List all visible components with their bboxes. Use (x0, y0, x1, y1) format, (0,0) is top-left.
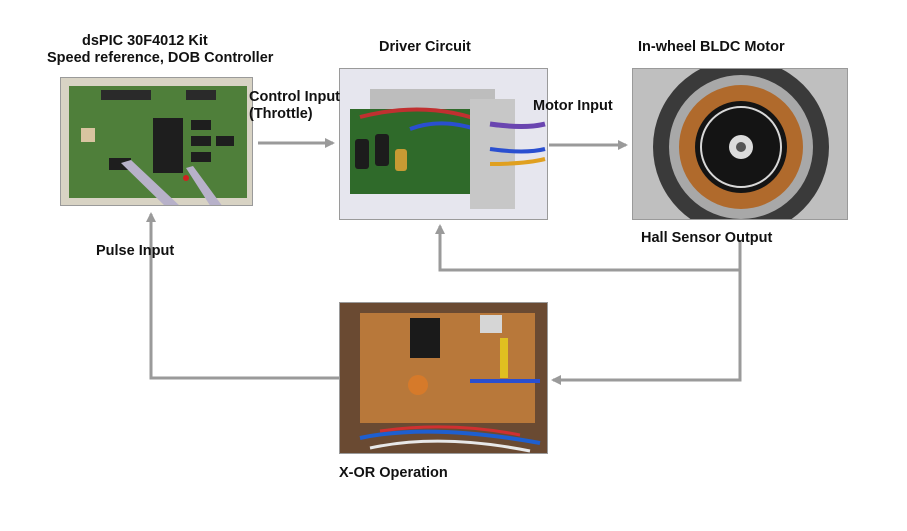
motor-title: In-wheel BLDC Motor (638, 39, 785, 55)
xor-title: X-OR Operation (339, 465, 448, 481)
control-input-label-line2: (Throttle) (249, 106, 313, 122)
motor-input-label: Motor Input (533, 98, 613, 114)
bldc-motor-image (632, 68, 848, 220)
hall-to-driver-arrow (435, 224, 742, 272)
driver-title: Driver Circuit (379, 39, 471, 55)
driver-circuit-image (339, 68, 548, 220)
controller-title-line1: dsPIC 30F4012 Kit (82, 33, 208, 49)
control-input-label-line1: Control Input (249, 89, 341, 105)
hall-sensor-output-label: Hall Sensor Output (641, 230, 773, 246)
controller-title-line2: Speed reference, DOB Controller (47, 50, 274, 66)
pulse-input-label: Pulse Input (96, 243, 175, 259)
dspic-board-image (60, 77, 253, 206)
pulse-input-arrow (146, 212, 339, 380)
hall-to-xor-arrow (551, 270, 742, 385)
xor-circuit-image (339, 302, 548, 454)
